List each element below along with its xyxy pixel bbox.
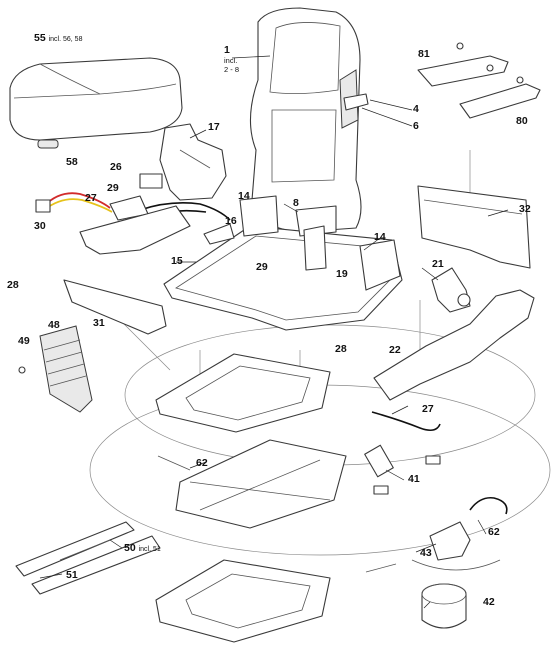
- side-trims-upper: [417, 42, 509, 87]
- callout-26: 26: [110, 161, 122, 173]
- cable: [371, 411, 441, 432]
- callout-8: 8: [293, 197, 299, 209]
- upper-frame: [155, 353, 331, 433]
- callout-27-lower: 27: [422, 403, 434, 415]
- callout-14-left: 14: [238, 190, 250, 202]
- callout-30: 30: [34, 220, 46, 232]
- base-frame: [155, 559, 331, 643]
- headrest-bracket: [343, 93, 369, 111]
- callout-29-upper: 29: [107, 182, 119, 194]
- slide-rails: [15, 521, 161, 595]
- cushion-clip: [37, 139, 59, 149]
- callout-62-right: 62: [488, 526, 500, 538]
- callout-16: 16: [225, 215, 237, 227]
- callout-80: 80: [516, 115, 528, 127]
- callout-22: 22: [389, 344, 401, 356]
- callout-58: 58: [66, 156, 78, 168]
- callout-29-lower: 29: [256, 261, 268, 273]
- side-shield: [159, 123, 227, 201]
- callout-81: 81: [418, 48, 430, 60]
- seat-cushion: [9, 57, 183, 141]
- leader-lines: [39, 55, 509, 609]
- callout-41: 41: [408, 473, 420, 485]
- rear-panel: [417, 185, 531, 269]
- callout-49: 49: [18, 335, 30, 347]
- lower-side-frame: [79, 205, 191, 255]
- scissor-mechanism: [157, 439, 441, 529]
- callout-32: 32: [519, 203, 531, 215]
- compressor: [421, 583, 467, 629]
- side-cover: [373, 289, 535, 401]
- callout-4: 4: [413, 103, 419, 115]
- callout-1: 1 incl. 2 - 8: [224, 44, 239, 74]
- screw: [18, 366, 26, 374]
- rail-trim: [63, 279, 167, 335]
- recline-mechanism: [431, 267, 471, 313]
- seat-frame: [163, 195, 403, 331]
- callout-1-line3: 2 - 8: [224, 65, 240, 74]
- callout-42: 42: [483, 596, 495, 608]
- bellows-cover: [39, 325, 93, 413]
- valve-assembly: [365, 521, 471, 573]
- callout-1-number: 1: [224, 44, 230, 56]
- callout-48: 48: [48, 319, 60, 331]
- callout-17: 17: [208, 121, 220, 133]
- callout-1-line2: incl.: [224, 56, 238, 65]
- callout-19: 19: [336, 268, 348, 280]
- callout-14-right: 14: [374, 231, 386, 243]
- callout-50: 50 incl. 51: [124, 542, 161, 554]
- callout-31: 31: [93, 317, 105, 329]
- callout-21: 21: [432, 258, 444, 270]
- callout-55: 55 incl. 56, 58: [34, 32, 83, 44]
- callout-6: 6: [413, 120, 419, 132]
- callout-15: 15: [171, 255, 183, 267]
- adjustment-lever: [203, 223, 235, 245]
- callout-28-left: 28: [7, 279, 19, 291]
- callout-28-center: 28: [335, 343, 347, 355]
- wiring-harness: [35, 173, 231, 221]
- callout-62-left: 62: [196, 457, 208, 469]
- callout-51: 51: [66, 569, 78, 581]
- callout-27-upper: 27: [85, 192, 97, 204]
- callout-43: 43: [420, 547, 432, 559]
- air-hose: [411, 496, 508, 571]
- side-trims-lower: [459, 76, 541, 119]
